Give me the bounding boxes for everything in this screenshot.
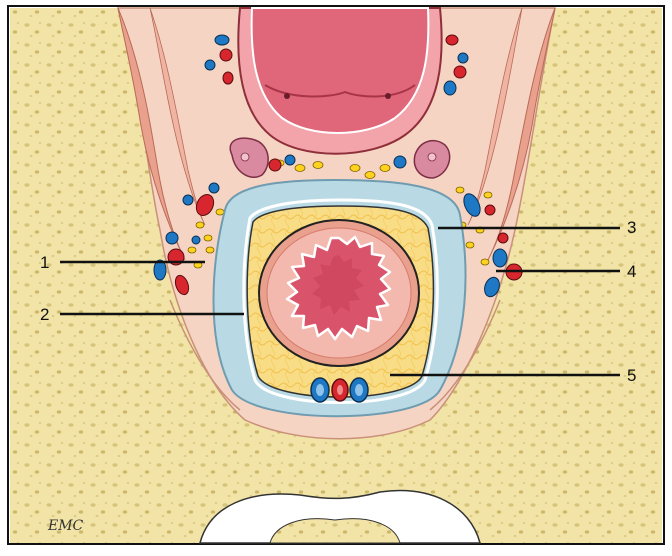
label-1: 1 — [40, 253, 49, 272]
seminal-vesicle-right — [414, 141, 449, 178]
label-2: 2 — [40, 305, 49, 324]
rectum — [259, 220, 419, 366]
label-4: 4 — [627, 262, 636, 281]
emc-logo: EMC — [47, 518, 84, 534]
rectal-vessels — [311, 378, 368, 402]
label-5: 5 — [627, 366, 636, 385]
label-3: 3 — [627, 218, 636, 237]
